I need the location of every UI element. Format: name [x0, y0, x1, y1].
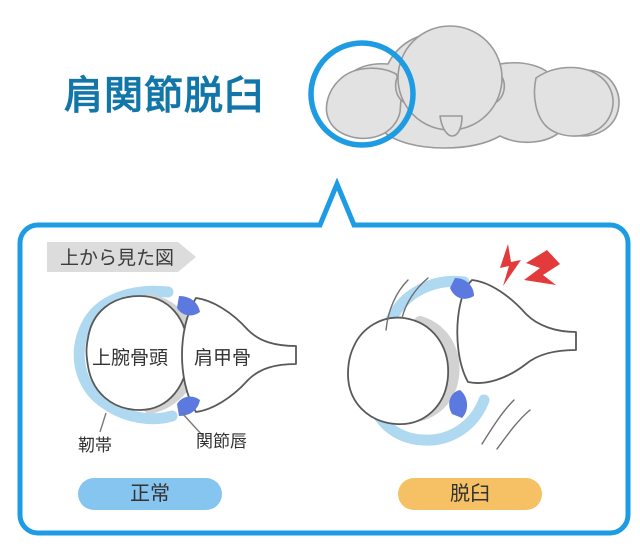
nose-shape: [439, 115, 463, 137]
page-title: 肩関節脱臼: [64, 74, 264, 119]
scapula-label: 肩甲骨: [194, 347, 251, 369]
labrum-top-dislocation: [450, 278, 474, 299]
motion-line-1: [385, 279, 409, 331]
labrum-leader-line: [181, 412, 204, 437]
view-ribbon: 上から見た図: [47, 242, 196, 272]
labrum-label: 関節唇: [196, 432, 247, 452]
shoulder-highlight-circle: [308, 40, 416, 148]
labrum-top-normal: [177, 296, 200, 316]
right-shoulder-lobe: [533, 66, 614, 137]
ligament-leader-line: [99, 412, 107, 433]
badge-normal: [78, 478, 222, 510]
humeral-head-dislocation: [347, 316, 449, 425]
ribbon-label: 上から見た図: [60, 247, 174, 269]
body-figure: [308, 25, 620, 149]
diagram-normal: 上腕骨頭 肩甲骨 靭帯 関節唇 正常: [73, 285, 297, 510]
pain-bolt-small-icon: [500, 244, 521, 286]
labrum-bottom-dislocation: [449, 390, 468, 418]
pain-bolt-large-icon: [524, 250, 560, 285]
head-shape: [397, 25, 503, 131]
motion-line-4: [496, 409, 531, 450]
badge-normal-label: 正常: [130, 481, 170, 505]
ligament-band-normal: [73, 285, 178, 425]
motion-line-2: [401, 277, 429, 319]
ligament-label: 靭帯: [78, 436, 112, 456]
left-shoulder-lobe: [325, 67, 403, 140]
ribbon-shape: [47, 242, 196, 272]
motion-line-3: [481, 399, 515, 445]
labrum-bottom-normal: [177, 396, 200, 416]
diagram-dislocation: 脱臼: [347, 244, 577, 510]
humeral-head-label: 上腕骨頭: [92, 347, 168, 369]
badge-dislocation: [398, 478, 542, 510]
scapula-dislocation: [456, 279, 577, 384]
badge-dislocation-label: 脱臼: [450, 481, 490, 505]
scapula-normal: [181, 297, 297, 413]
